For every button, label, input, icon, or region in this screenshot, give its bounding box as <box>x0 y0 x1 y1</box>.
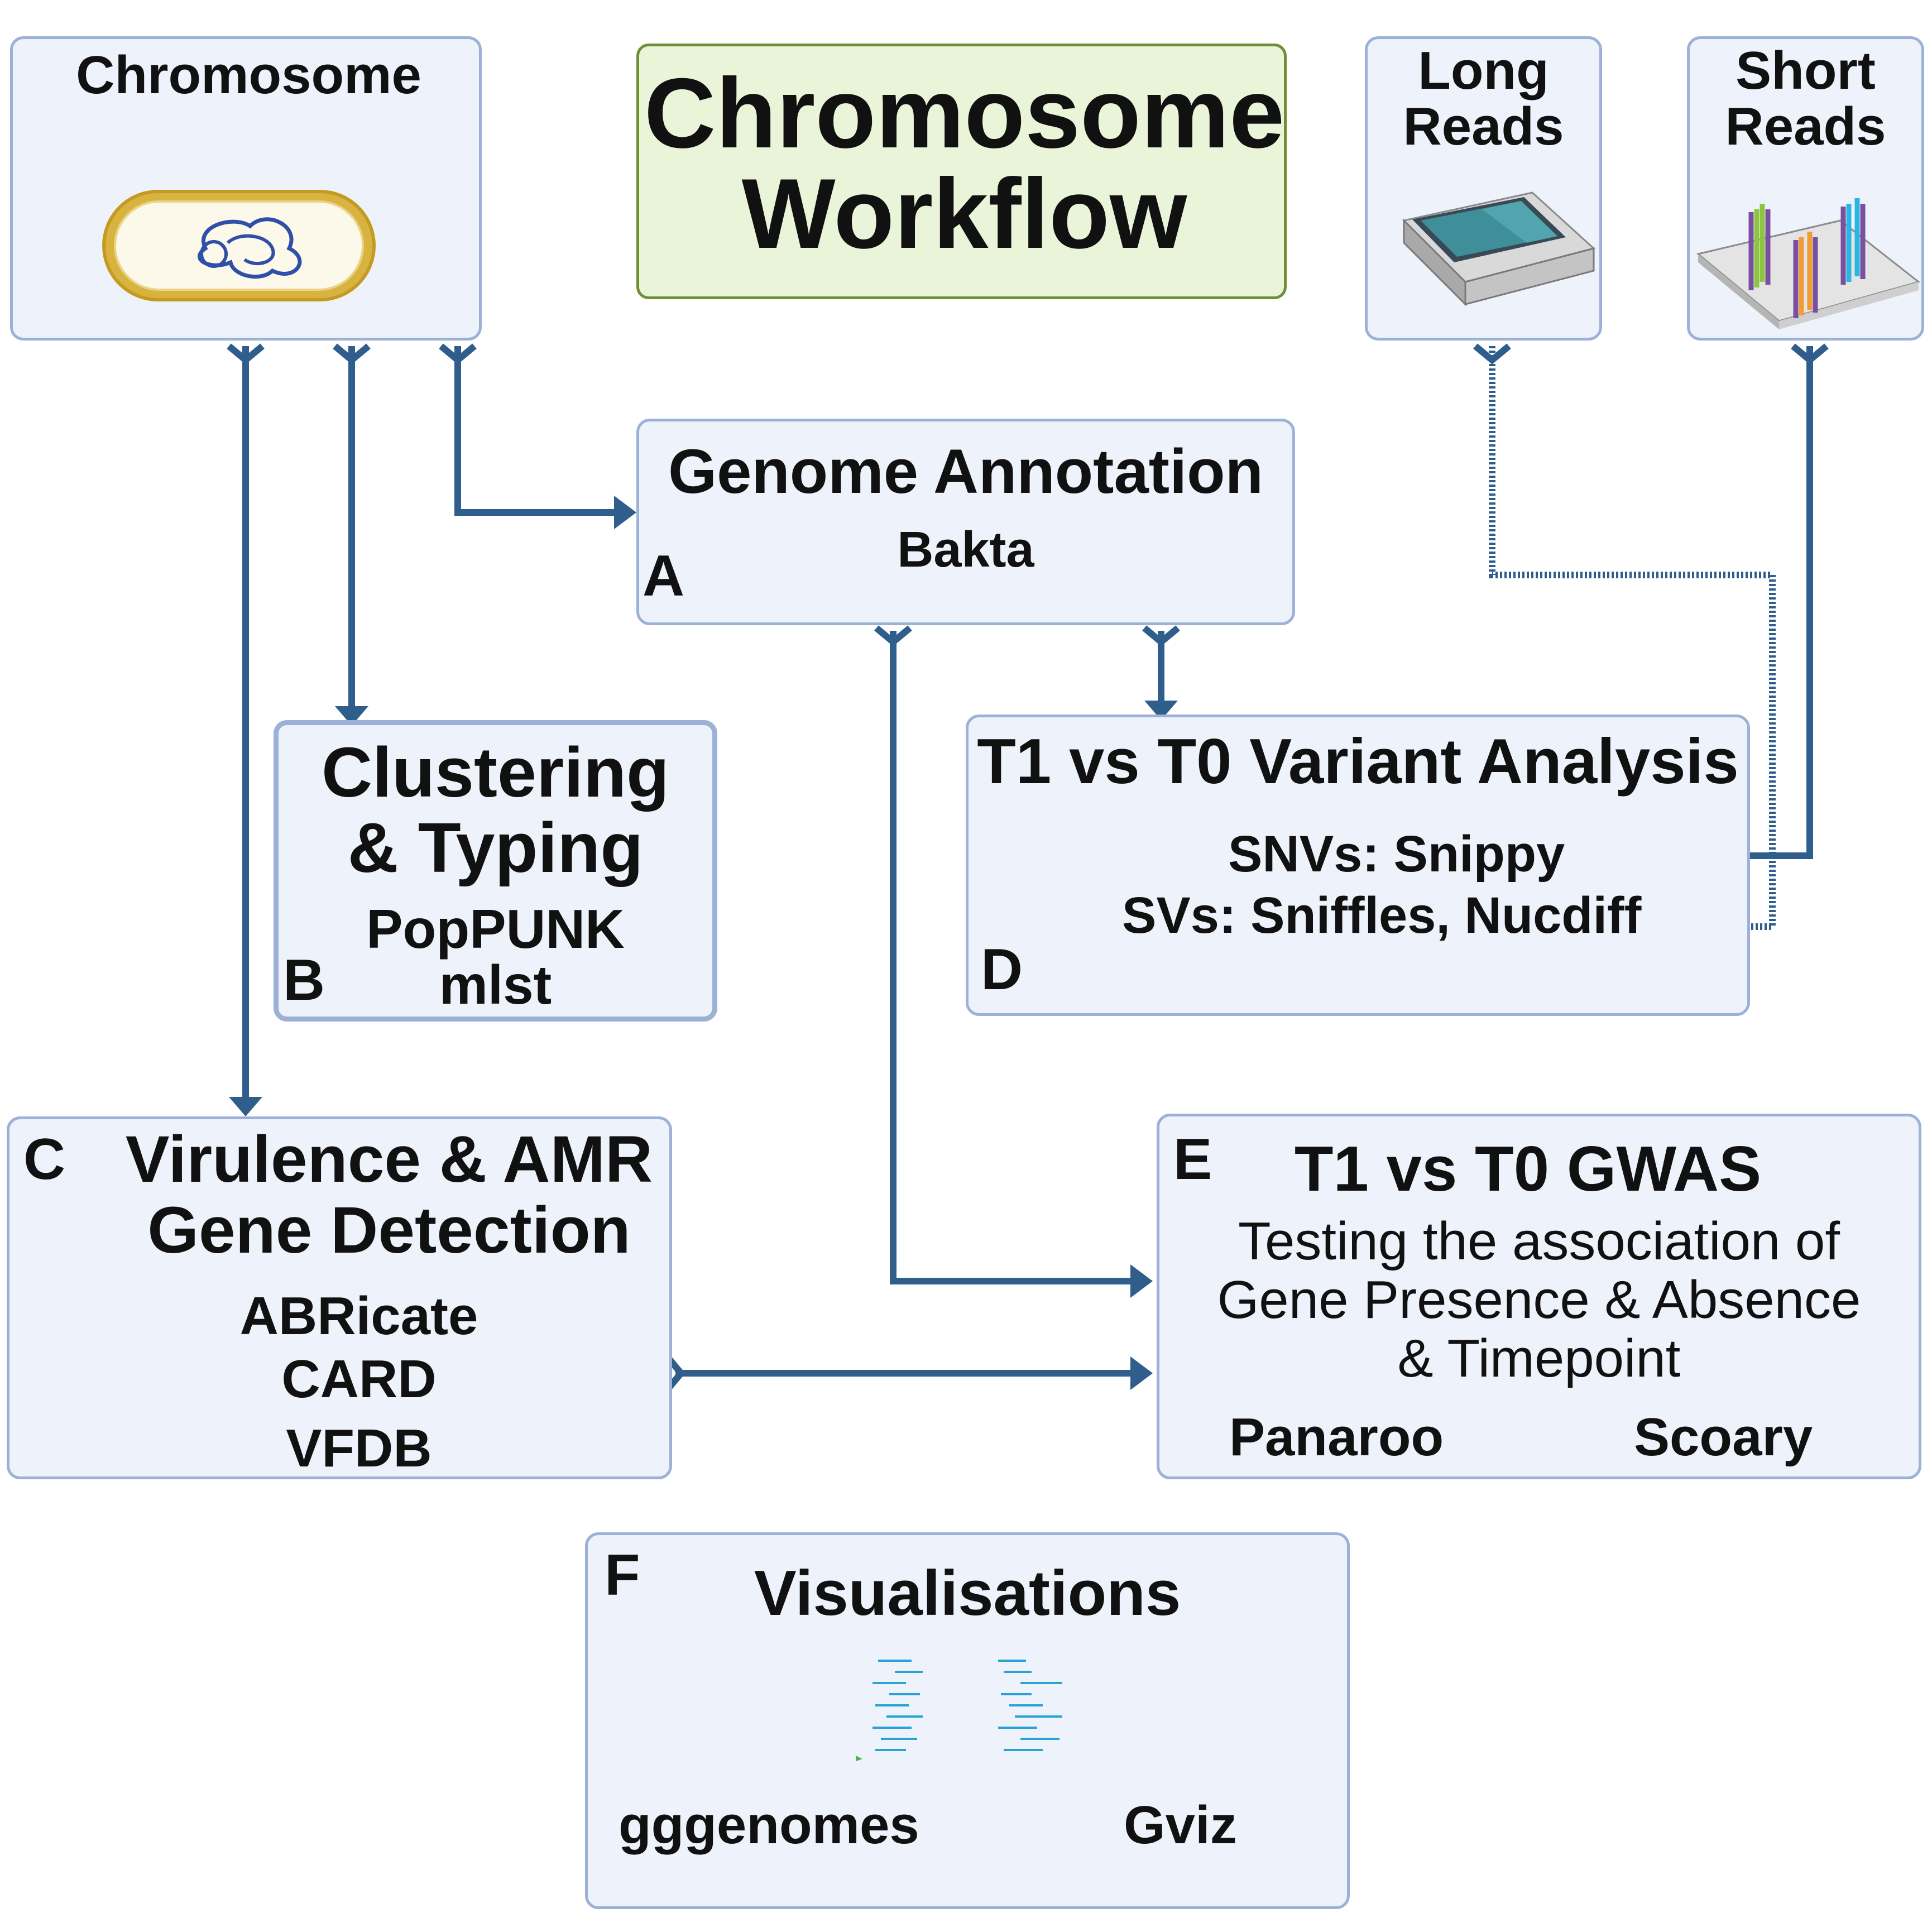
gwas-description-line1: Testing the association of <box>1238 1211 1840 1271</box>
virulence-title-line2: Gene Detection <box>147 1193 631 1267</box>
sequencer-device-icon <box>1402 191 1596 306</box>
clustering-title-line2: & Typing <box>347 808 644 887</box>
virulence-tool-vfdb: VFDB <box>286 1418 432 1478</box>
gwas-box: E T1 vs T0 GWAS Testing the association … <box>1157 1114 1921 1479</box>
gwas-tool-panaroo: Panaroo <box>1229 1407 1444 1467</box>
genome-annotation-tool: Bakta <box>897 522 1034 578</box>
panel-letter-c: C <box>23 1127 66 1192</box>
short-reads-line1: Short <box>1736 41 1876 100</box>
short-reads-line2: Reads <box>1725 97 1886 156</box>
genome-annotation-box: Genome Annotation Bakta A <box>636 419 1295 625</box>
virulence-tool-abricate: ABRicate <box>239 1286 478 1346</box>
gwas-tool-scoary: Scoary <box>1634 1407 1813 1467</box>
clustering-title-line1: Clustering <box>321 733 670 812</box>
panel-letter-e: E <box>1173 1127 1212 1192</box>
clustering-tool-mlst: mlst <box>439 954 552 1015</box>
variant-snv-tools: SNVs: Snippy <box>1228 826 1565 883</box>
variant-sv-tools: SVs: Sniffles, Nucdiff <box>1122 887 1642 944</box>
virulence-amr-box: C Virulence & AMR Gene Detection ABRicat… <box>7 1116 672 1479</box>
panel-letter-d: D <box>981 937 1023 1002</box>
arrow-annotation-to-gwas <box>890 631 1136 1284</box>
gwas-description-line3: & Timepoint <box>1397 1329 1681 1388</box>
virulence-tool-card: CARD <box>281 1349 437 1409</box>
workflow-title-line1: Chromosome <box>644 57 1285 169</box>
variant-analysis-title: T1 vs T0 Variant Analysis <box>977 726 1739 797</box>
gwas-title: T1 vs T0 GWAS <box>1294 1134 1762 1205</box>
chromosome-label: Chromosome <box>76 45 421 105</box>
bacterium-icon <box>102 190 376 301</box>
genome-track-icon-left <box>856 1660 923 1761</box>
visualisations-tool-gggenomes: gggenomes <box>619 1795 919 1855</box>
panel-letter-b: B <box>283 948 325 1013</box>
genome-track-icon-right <box>998 1660 1062 1751</box>
clustering-tool-poppunk: PopPUNK <box>366 898 625 960</box>
gwas-description-line2: Gene Presence & Absence <box>1217 1270 1861 1330</box>
workflow-title-box: Chromosome Workflow <box>636 44 1287 299</box>
variant-analysis-box: T1 vs T0 Variant Analysis SNVs: Snippy S… <box>966 715 1750 1016</box>
long-reads-line1: Long <box>1418 41 1549 100</box>
arrow-chromosome-to-annotation <box>454 346 620 516</box>
visualisations-tool-gviz: Gviz <box>1124 1795 1237 1855</box>
visualisations-title: Visualisations <box>754 1558 1181 1629</box>
workflow-title-line2: Workflow <box>741 158 1187 269</box>
long-reads-box: Long Reads <box>1365 36 1602 341</box>
genome-annotation-title: Genome Annotation <box>668 437 1264 506</box>
panel-letter-a: A <box>643 544 685 608</box>
long-reads-line2: Reads <box>1403 97 1564 156</box>
virulence-title-line1: Virulence & AMR <box>125 1123 653 1196</box>
panel-letter-f: F <box>605 1543 640 1608</box>
clustering-typing-box: Clustering & Typing PopPUNK mlst B <box>274 720 717 1022</box>
chromosome-box: Chromosome <box>10 36 482 341</box>
visualisations-box: F Visualisations gggenomes Gviz <box>585 1532 1350 1909</box>
short-reads-box: Short Reads <box>1687 36 1924 341</box>
flowcell-icon <box>1696 198 1921 329</box>
